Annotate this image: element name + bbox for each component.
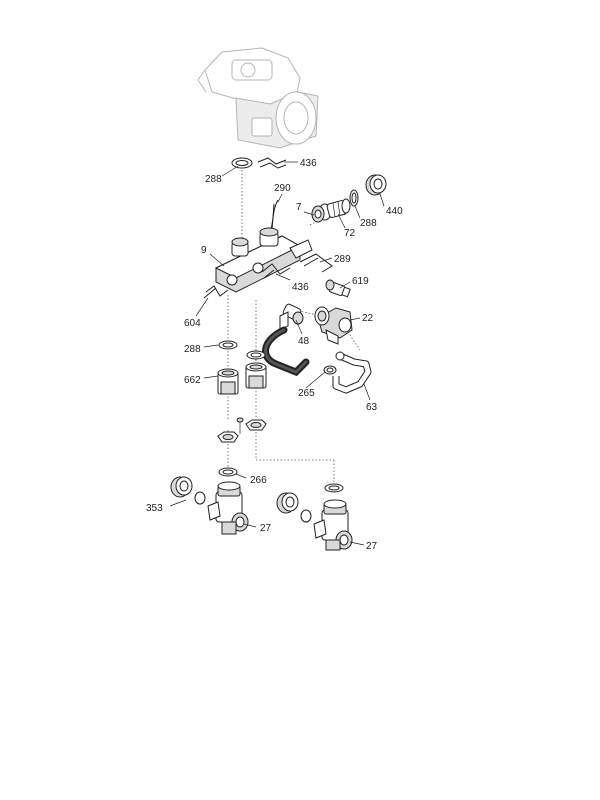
label-9: 9	[201, 245, 207, 256]
label-353: 353	[146, 503, 163, 514]
assembly-lines	[227, 170, 361, 482]
nipple-662-right	[245, 362, 267, 389]
valve-619	[325, 279, 351, 298]
label-436-top: 436	[300, 158, 317, 169]
label-290: 290	[274, 183, 291, 194]
nipple-662-left	[217, 368, 239, 395]
clip-436-middle	[261, 263, 291, 279]
o-ring-lower-right	[246, 350, 266, 360]
olive-right	[300, 509, 312, 523]
label-266: 266	[250, 475, 267, 486]
valve-27-right	[313, 499, 353, 551]
filter-72	[326, 198, 351, 218]
label-27-left: 27	[260, 523, 272, 534]
label-63: 63	[366, 402, 378, 413]
clip-436-top	[257, 157, 287, 169]
part-labels: 288 436 290 7 72 288 440 9 289 619 436 6…	[146, 158, 403, 552]
valve-body-22	[314, 306, 353, 345]
pipe-63	[332, 351, 372, 394]
clip-290	[269, 199, 279, 233]
o-ring-288-lower	[218, 340, 238, 350]
label-289: 289	[334, 254, 351, 265]
nut-left	[217, 431, 239, 443]
valve-27-left	[207, 481, 249, 535]
label-604: 604	[184, 318, 201, 329]
label-436-middle: 436	[292, 282, 309, 293]
hose	[262, 326, 310, 377]
label-265: 265	[298, 388, 315, 399]
nut-353	[170, 476, 193, 498]
label-288-top: 288	[205, 174, 222, 185]
nut-right	[245, 419, 267, 431]
label-7: 7	[296, 202, 302, 213]
nut-right-lower	[276, 492, 299, 514]
clip-604	[203, 285, 229, 299]
label-48: 48	[298, 336, 310, 347]
label-440: 440	[386, 206, 403, 217]
o-ring-288-top	[231, 157, 253, 169]
olive-left	[194, 491, 206, 505]
label-288-lower: 288	[184, 344, 201, 355]
nut-440	[365, 174, 387, 196]
manifold-body-9	[214, 227, 313, 293]
leader-lines	[169, 161, 385, 546]
label-27-right: 27	[366, 541, 378, 552]
label-619: 619	[352, 276, 369, 287]
label-288-right: 288	[360, 218, 377, 229]
pump-assembly	[197, 47, 319, 149]
label-72: 72	[344, 228, 356, 239]
connector-48	[279, 303, 304, 331]
label-662: 662	[184, 375, 201, 386]
o-ring-265	[323, 365, 337, 375]
o-ring-288-right	[349, 189, 359, 207]
screw	[236, 417, 244, 434]
washer-right	[324, 483, 344, 493]
washer-266	[218, 467, 238, 477]
label-22: 22	[362, 313, 374, 324]
clip-289	[299, 253, 333, 273]
